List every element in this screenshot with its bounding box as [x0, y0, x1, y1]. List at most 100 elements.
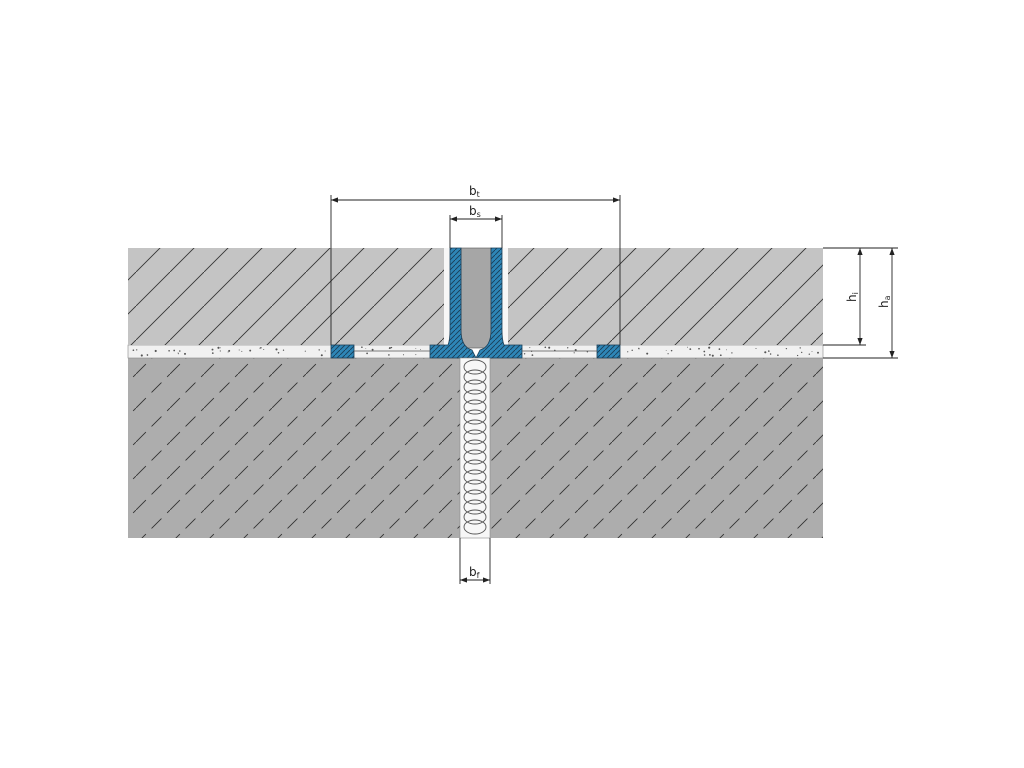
tile-layer [128, 248, 823, 345]
mortar-speckle [219, 347, 221, 349]
mortar-speckle [574, 348, 577, 352]
cord-loop [463, 439, 487, 455]
mortar-speckle [420, 348, 421, 350]
mortar-speckle [698, 347, 700, 350]
mortar-speckle [324, 350, 326, 352]
mortar-speckle [228, 349, 231, 352]
cord-loop [463, 369, 487, 385]
mortar-speckle [390, 346, 392, 349]
cord-loop [463, 419, 487, 435]
dimension-lines [330, 195, 898, 584]
mortar-speckle [544, 346, 547, 349]
mortar-speckle [646, 352, 649, 355]
mortar-speckle [718, 348, 721, 350]
mortar-speckle [708, 346, 711, 349]
mortar-speckle [140, 354, 143, 357]
cord-loop [463, 389, 487, 405]
cord-loop [463, 449, 487, 465]
mortar-speckle [785, 347, 788, 350]
mortar-speckle [817, 352, 819, 354]
mortar-speckle [388, 347, 391, 350]
mortar-speckle [567, 347, 569, 349]
mortar-speckle [388, 354, 390, 356]
tile-joint-gaps [444, 248, 508, 345]
mortar-speckle [768, 350, 770, 352]
mortar-speckle [173, 349, 176, 352]
mortar-speckle [731, 352, 733, 354]
mortar-speckle [667, 353, 669, 355]
cord-loop [463, 509, 487, 525]
cord-loop [463, 489, 487, 505]
mortar-speckle [755, 347, 757, 350]
mortar-speckle [777, 354, 779, 356]
mortar-speckle [371, 348, 374, 351]
mortar-speckle [318, 349, 320, 351]
cord-loop [463, 499, 487, 515]
mortar-speckle [132, 349, 135, 352]
mortar-speckle [687, 346, 688, 348]
mortar-speckle [361, 346, 363, 348]
cord-loop [463, 519, 487, 535]
cord-loop [463, 429, 487, 445]
mortar-speckle [211, 348, 214, 351]
mortar-speckle [177, 353, 179, 355]
cord-loop [463, 379, 487, 395]
mortar-speckle [719, 354, 722, 357]
cord-loop [463, 399, 487, 415]
mortar-speckle [627, 351, 629, 353]
mortar-speckle [529, 347, 531, 349]
mortar-speckle [415, 348, 417, 349]
mortar-speckle [136, 349, 138, 351]
mortar-speckle [227, 351, 229, 353]
mortar-speckle [703, 354, 706, 356]
label-hi: hi [845, 292, 860, 302]
cord-loop [463, 459, 487, 475]
mortar-speckle [801, 351, 803, 354]
mortar-speckle [263, 348, 265, 351]
mortar-speckle [154, 349, 157, 353]
label-ha: ha [877, 295, 892, 308]
mortar-speckle [523, 353, 526, 355]
mortar-speckle [670, 349, 673, 352]
mortar-bed [127, 344, 824, 359]
mortar-speckle [573, 352, 575, 354]
cord-loop [463, 469, 487, 485]
cord-loop [463, 479, 487, 495]
cord-loop [463, 359, 487, 375]
mortar-speckle [531, 354, 534, 356]
mortar-speckle [665, 350, 667, 351]
mortar-speckle [726, 349, 727, 351]
joint-profile [330, 247, 621, 359]
mortar-speckle [811, 351, 813, 353]
mortar-speckle [241, 350, 243, 352]
mortar-speckle [277, 352, 280, 354]
mortar-speckle [638, 348, 640, 350]
mortar-speckle [238, 349, 240, 351]
mortar-speckle [147, 354, 149, 356]
mortar-speckle [402, 354, 405, 356]
label-bt: bt [469, 184, 480, 199]
mortar-speckle [365, 348, 367, 349]
mortar-speckle [799, 347, 801, 349]
mortar-speckle [415, 354, 417, 356]
mortar-speckle [548, 346, 551, 349]
mortar-speckle [179, 350, 181, 352]
mortar-speckle [769, 353, 772, 355]
label-bf: bf [469, 565, 480, 580]
mortar-speckle [249, 349, 252, 352]
mortar-speckle [184, 352, 186, 355]
mortar-speckle [275, 348, 278, 351]
mortar-speckle [304, 350, 306, 352]
mortar-speckle [808, 353, 810, 355]
mortar-speckle [259, 347, 261, 349]
cord-loop [463, 409, 487, 425]
concrete-base [128, 358, 823, 538]
mortar-speckle [631, 349, 633, 352]
mortar-speckle [796, 354, 799, 357]
mortar-speckle [219, 350, 221, 352]
mortar-speckle [708, 353, 711, 356]
joint-insert [460, 247, 492, 349]
mortar-speckle [282, 349, 285, 351]
mortar-speckle [217, 346, 220, 349]
mortar-speckle [764, 351, 767, 354]
